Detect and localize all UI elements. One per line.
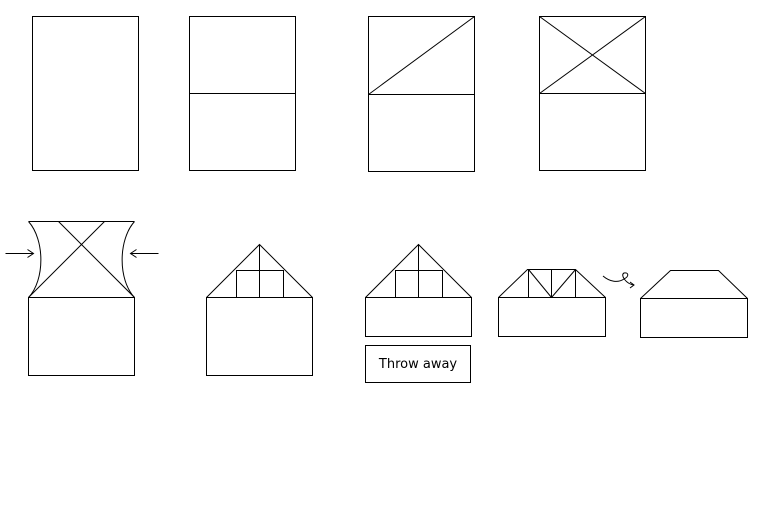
arrow-right-icon [5,249,35,258]
step-8-inner-folds [498,269,635,337]
step-4-x-crease [539,16,646,171]
step-5-push-sides-in [5,221,159,376]
step-7-cut-bottom [365,243,472,337]
throw-away-label: Throw away [365,345,471,383]
step-6-house-fold [206,243,313,376]
arrow-left-icon [129,249,159,258]
step-1-blank-sheet [32,16,139,171]
step-9-flipped [640,270,748,338]
step-3-diagonal-crease [368,16,475,172]
flip-over-arrow-icon [602,272,635,286]
step-2-half-crease [189,16,296,171]
